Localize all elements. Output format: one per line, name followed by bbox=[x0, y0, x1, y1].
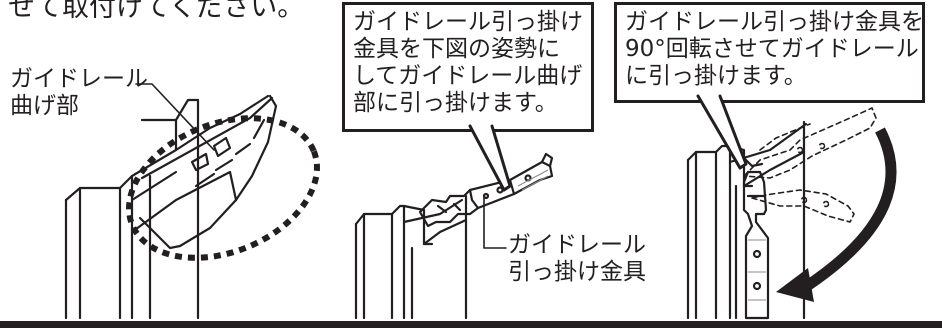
intro-text: せて取付けてください。 bbox=[8, 0, 305, 23]
bend-highlight-circle bbox=[126, 115, 320, 261]
callout-middle: ガイドレール引っ掛け 金具を下図の姿勢に してガイドレール曲げ 部に引っ掛けます… bbox=[342, 2, 594, 132]
bracket-hatching bbox=[517, 169, 766, 301]
rotation-arrow bbox=[776, 127, 897, 302]
guide-rail-left bbox=[64, 94, 278, 320]
callout-right-text: ガイドレール引っ掛け金具を 90°回転させてガイドレール に引っ掛けます。 bbox=[625, 9, 924, 89]
guide-rail-middle bbox=[354, 194, 468, 320]
bend-leader-line bbox=[135, 83, 215, 151]
hook-bracket-label: ガイドレール 引っ掛け金具 bbox=[508, 232, 646, 286]
callout-middle-text: ガイドレール引っ掛け 金具を下図の姿勢に してガイドレール曲げ 部に引っ掛けます… bbox=[353, 9, 583, 116]
guide-rail-bend-label: ガイドレール 曲げ部 bbox=[10, 66, 148, 120]
bottom-rule bbox=[0, 321, 942, 328]
callout-right: ガイドレール引っ掛け金具を 90°回転させてガイドレール に引っ掛けます。 bbox=[614, 2, 925, 103]
hook-bracket-middle bbox=[418, 152, 554, 228]
callout-middle-pointer bbox=[468, 124, 512, 192]
bracket-leader-line bbox=[483, 195, 507, 249]
hook-bracket-ghost bbox=[743, 107, 877, 223]
callout-right-pointer bbox=[696, 94, 748, 170]
